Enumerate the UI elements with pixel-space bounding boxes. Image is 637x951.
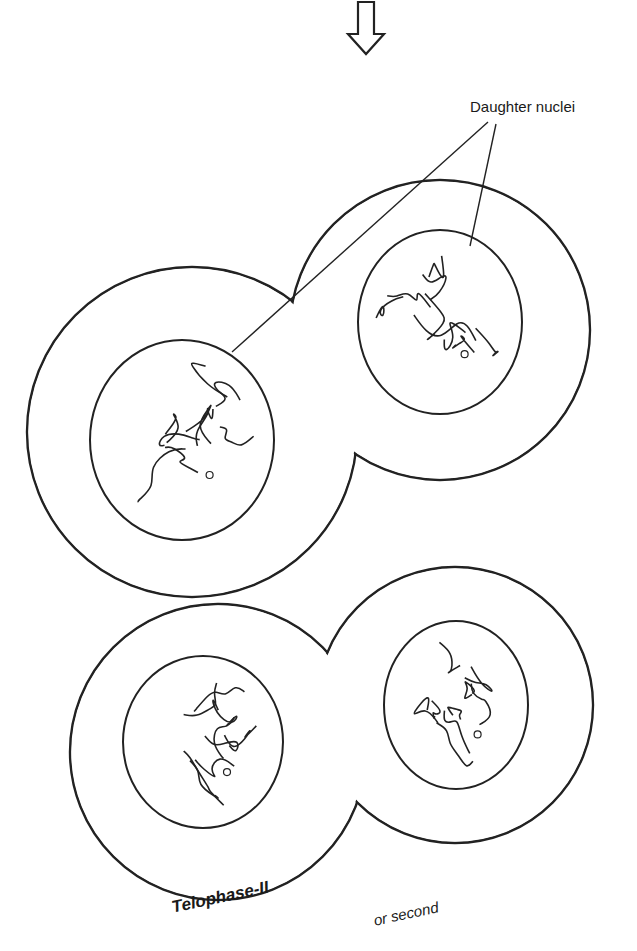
- chromatin-thread: [224, 726, 256, 747]
- nucleolus: [224, 769, 231, 776]
- leader-line: [470, 124, 496, 246]
- leader-line: [232, 122, 488, 352]
- cytoplasm: [292, 182, 589, 479]
- chromatin-thread: [192, 363, 228, 397]
- chromatin-thread: [432, 701, 440, 718]
- chromatin-thread: [437, 723, 473, 766]
- nuclear-membrane: [123, 656, 283, 828]
- daughter-nucleus: [123, 656, 283, 828]
- chromatin-thread: [220, 427, 254, 445]
- chromatin-thread: [453, 336, 475, 353]
- chromatin-thread: [476, 328, 499, 355]
- nuclear-membrane: [384, 621, 528, 789]
- chromatin-thread: [186, 405, 211, 443]
- chromatin-thread: [159, 434, 199, 446]
- chromatin-thread: [444, 323, 465, 350]
- cell-outline: [317, 567, 593, 843]
- chromatin-thread: [387, 294, 430, 308]
- chromatin-thread: [205, 736, 238, 751]
- nucleolus: [206, 472, 213, 479]
- chromatin-thread: [195, 759, 234, 776]
- chromatin-thread: [376, 297, 403, 318]
- chromatin-thread: [213, 700, 237, 726]
- chromatin-thread: [465, 667, 492, 691]
- chromatin-thread: [439, 642, 460, 672]
- nucleolus: [461, 351, 468, 358]
- chromatin-thread: [194, 688, 244, 712]
- caption-continuation: or second: [372, 898, 440, 929]
- cell-outline: [70, 604, 366, 900]
- cytoplasm: [72, 606, 365, 899]
- dividing-cell: [27, 180, 590, 597]
- daughter-nucleus: [90, 340, 274, 540]
- dividing-cell: [70, 567, 593, 900]
- chromatin-thread: [414, 698, 438, 723]
- nuclear-membrane: [90, 340, 274, 540]
- chromatin-thread: [184, 683, 217, 716]
- chromatin-thread: [215, 382, 241, 406]
- chromatin-thread: [214, 718, 234, 759]
- leader-lines: [232, 122, 496, 352]
- chromatin-thread: [465, 682, 474, 698]
- chromatin-thread: [138, 449, 185, 502]
- chromatin-thread: [429, 256, 444, 278]
- cytoplasm: [319, 569, 592, 842]
- chromatin-thread: [165, 414, 178, 443]
- part-label: Daughter nuclei: [470, 98, 575, 116]
- cell-group: [27, 180, 593, 900]
- chromatin-thread: [448, 707, 461, 719]
- process-arrow: [348, 2, 384, 54]
- daughter-nucleus: [358, 230, 522, 414]
- chromatin-thread: [425, 294, 444, 340]
- nuclear-membrane: [358, 230, 522, 414]
- daughter-nucleus: [384, 621, 528, 789]
- nucleolus: [474, 731, 481, 738]
